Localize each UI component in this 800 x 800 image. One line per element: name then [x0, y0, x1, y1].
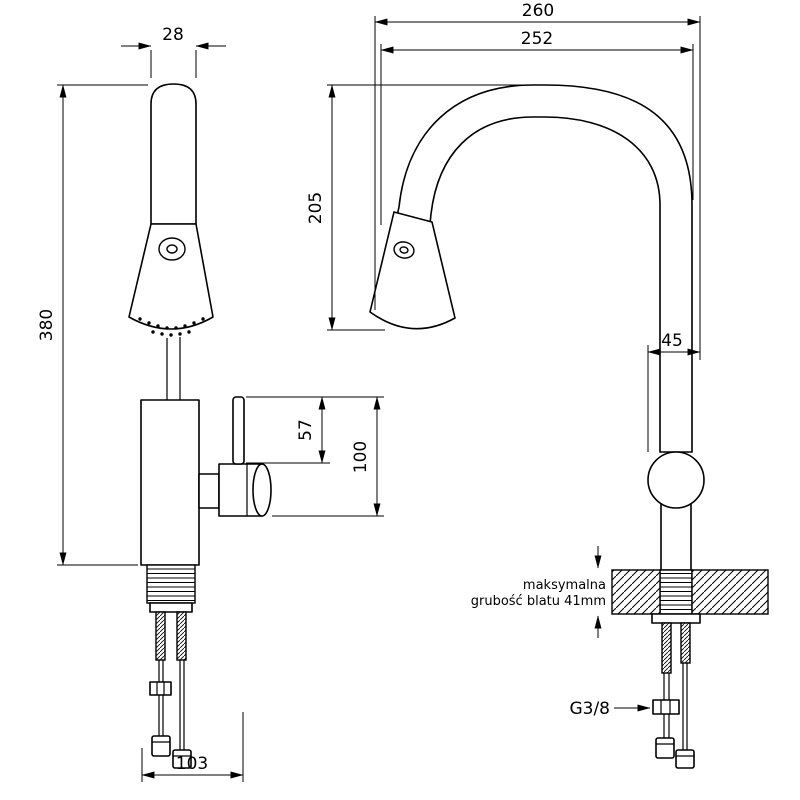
mounting-nut — [149, 681, 172, 696]
g38-nut — [652, 699, 680, 715]
dim-base-width: 103 — [141, 712, 244, 782]
dim-handle-height-label: 57 — [296, 419, 316, 441]
handle-neck — [198, 473, 220, 509]
spray-head-side — [369, 211, 456, 330]
hose-fitting — [655, 737, 675, 759]
body-column — [660, 499, 692, 571]
dim-body-height: 100 — [246, 396, 384, 517]
spray-button-icon — [393, 241, 415, 259]
counter-note-line2: grubość blatu 41mm — [471, 594, 606, 609]
supply-hoses — [158, 660, 185, 750]
faucet-body — [140, 399, 200, 566]
dim-total-depth: 260 — [374, 1, 701, 360]
spray-button-icon — [158, 237, 186, 261]
counter-thickness-note: maksymalna grubość blatu 41mm — [471, 546, 606, 638]
washer — [149, 602, 193, 613]
thread-size-label: G3/8 — [569, 699, 610, 719]
spray-button-center-icon — [399, 246, 409, 254]
dim-spout-height: 205 — [306, 84, 535, 331]
threaded-shank — [146, 564, 196, 604]
riser-pipe — [166, 337, 181, 400]
dim-total-depth-label: 260 — [522, 1, 554, 21]
dim-body-depth-label: 45 — [661, 331, 683, 351]
dim-body-depth: 45 — [647, 331, 701, 452]
mounting-stud — [176, 611, 187, 661]
dim-spout-diameter: 28 — [121, 25, 226, 78]
ball-joint — [647, 451, 705, 509]
dim-total-height: 380 — [37, 84, 148, 566]
threaded-shank — [659, 569, 693, 615]
dim-spout-height-label: 205 — [306, 192, 326, 224]
handle-joint-cap — [252, 463, 272, 517]
hose-fitting — [675, 749, 695, 769]
mounting-stud — [155, 611, 166, 661]
dim-spout-diameter-label: 28 — [162, 25, 184, 45]
countertop-section-left — [611, 569, 661, 615]
dim-base-width-label: 103 — [176, 754, 208, 774]
hose-fitting — [151, 735, 171, 757]
thread-size-label-group: G3/8 — [569, 699, 651, 719]
side-faucet-outline — [369, 84, 769, 769]
dim-spout-reach-label: 252 — [521, 29, 553, 49]
mounting-stud — [661, 622, 672, 674]
dim-total-height-label: 380 — [37, 309, 57, 341]
front-faucet-outline — [128, 83, 272, 769]
supply-hoses — [663, 663, 688, 750]
spray-head-cone — [128, 223, 214, 330]
side-view: 260 252 205 45 maksymalna grubość blatu … — [306, 1, 769, 769]
spray-head-cylinder — [150, 83, 197, 225]
spray-button-center-icon — [166, 244, 178, 254]
handle-lever — [232, 396, 245, 465]
dim-body-height-label: 100 — [351, 441, 371, 473]
aerator-face — [138, 317, 205, 337]
countertop-section-right — [691, 569, 769, 615]
hose-fitting — [172, 749, 192, 769]
mounting-stud — [680, 622, 691, 664]
counter-note-line1: maksymalna — [523, 578, 606, 593]
dim-handle-height: 57 — [246, 396, 330, 464]
washer — [651, 613, 701, 624]
gooseneck-spout — [396, 84, 693, 453]
dim-spout-reach: 252 — [380, 29, 694, 225]
front-view: 28 380 57 100 103 — [37, 25, 384, 782]
